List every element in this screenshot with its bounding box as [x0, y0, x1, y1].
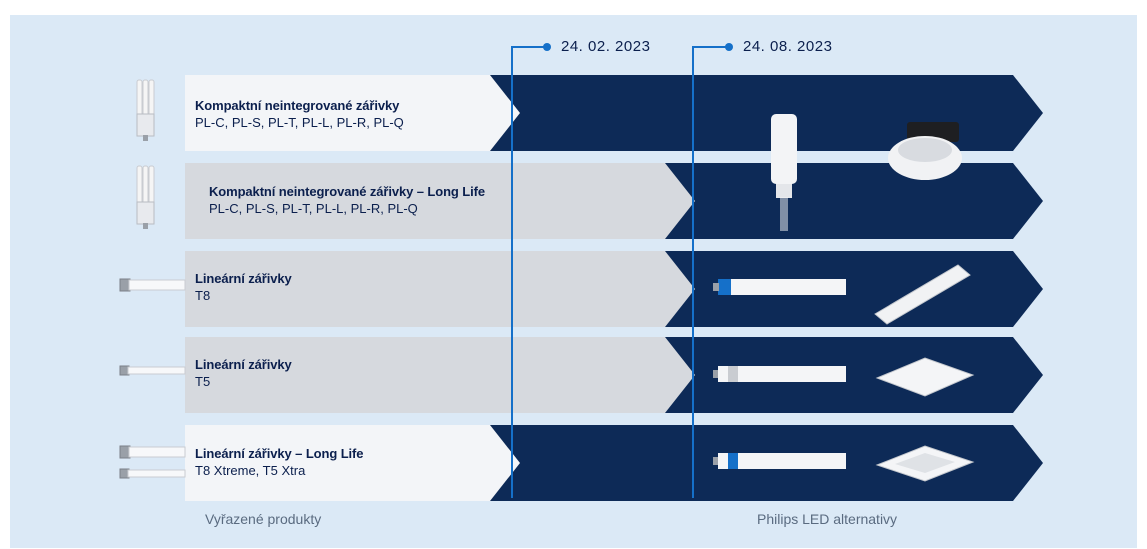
recessed-troffer-icon — [875, 445, 975, 482]
row-5-product-arrow — [185, 425, 520, 501]
row-2-label: Kompaktní neintegrované zářivky – Long L… — [209, 183, 485, 217]
row-4-subtitle: T5 — [195, 374, 211, 389]
row-2-subtitle: PL-C, PL-S, PL-T, PL-L, PL-R, PL-Q — [209, 201, 418, 216]
row-5-label: Lineární zářivky – Long Life T8 Xtreme, … — [195, 445, 364, 479]
row-5-subtitle: T8 Xtreme, T5 Xtra — [195, 463, 306, 478]
led-panel-icon — [875, 357, 975, 397]
linear-fluorescent-tube-icon — [119, 278, 186, 292]
linear-fluorescent-tube-icon — [119, 365, 186, 376]
row-1-product-arrow — [185, 75, 520, 151]
row-3-product-arrow — [185, 251, 695, 327]
row-3-subtitle: T8 — [195, 288, 211, 303]
linear-fluorescent-tube-icon — [119, 445, 186, 479]
row-3-title: Lineární zářivky — [195, 271, 292, 286]
row-2-product-arrow — [185, 163, 695, 239]
led-alternatives-caption: Philips LED alternativy — [757, 511, 898, 527]
compact-fluorescent-lamp-icon — [136, 165, 155, 229]
led-tube-icon — [713, 366, 846, 382]
timeline-date-2: 24. 08. 2023 — [743, 38, 833, 55]
row-5-title: Lineární zářivky – Long Life — [195, 446, 364, 461]
row-1-label: Kompaktní neintegrované zářivky PL-C, PL… — [195, 97, 404, 131]
row-1-title: Kompaktní neintegrované zářivky — [195, 98, 400, 113]
row-2-title: Kompaktní neintegrované zářivky – Long L… — [209, 184, 485, 199]
led-tube-icon — [713, 279, 846, 295]
row-1-subtitle: PL-C, PL-S, PL-T, PL-L, PL-R, PL-Q — [195, 115, 404, 130]
led-pl-lamp-icon — [771, 114, 797, 231]
batten-luminaire-icon — [874, 264, 971, 325]
row-4-product-arrow — [185, 337, 695, 413]
led-tube-icon — [713, 453, 846, 469]
compact-fluorescent-lamp-icon — [136, 79, 155, 141]
row-4-label: Lineární zářivky T5 — [195, 356, 292, 390]
timeline-marker-2 — [692, 43, 733, 498]
timeline-date-1: 24. 02. 2023 — [561, 38, 651, 55]
discontinued-products-caption: Vyřazené produkty — [205, 511, 322, 527]
timeline-marker-1 — [511, 43, 551, 498]
row-3-label: Lineární zářivky T8 — [195, 270, 292, 304]
downlight-icon — [888, 122, 962, 180]
row-4-title: Lineární zářivky — [195, 357, 292, 372]
